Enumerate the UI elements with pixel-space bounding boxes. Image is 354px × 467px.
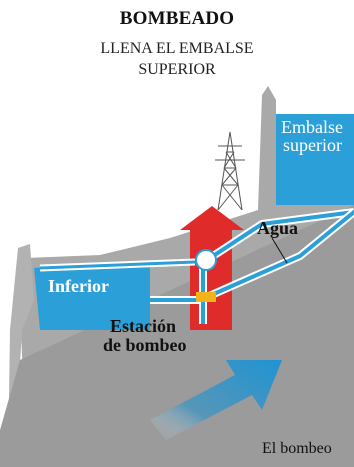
lower-reservoir-label: Inferior xyxy=(48,276,109,296)
water-leader-line xyxy=(271,237,288,264)
lower-reservoir-water xyxy=(34,262,150,330)
diagram-subtitle-line2: SUPERIOR xyxy=(138,61,216,78)
caption-text: El bombeo xyxy=(262,440,332,457)
transmission-tower-icon xyxy=(215,131,245,211)
pipe-network xyxy=(39,208,354,324)
station-label-line2: de bombeo xyxy=(103,335,187,355)
valve-icon xyxy=(195,249,217,271)
upper-reservoir-label-line1: Embalse xyxy=(281,117,343,137)
diagram-subtitle-line1: LLENA EL EMBALSE xyxy=(100,40,254,57)
upper-reservoir-label-line2: superior xyxy=(283,135,342,155)
water-label: Agua xyxy=(257,218,298,238)
station-label-line1: Estación xyxy=(110,316,176,336)
diagram-title: BOMBEADO xyxy=(119,8,235,29)
upper-reservoir-water xyxy=(276,114,354,205)
upward-flow-arrow-icon xyxy=(150,360,282,440)
generator-unit xyxy=(196,292,216,302)
